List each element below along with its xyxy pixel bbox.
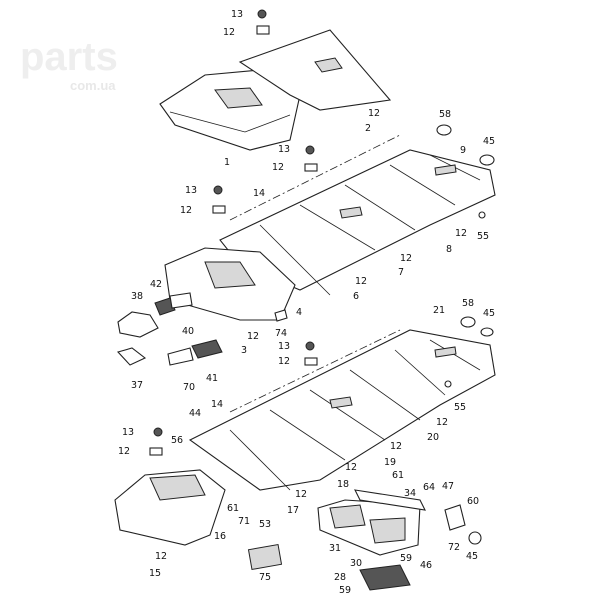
part-number-label: 21: [433, 305, 445, 316]
part-number-label: 7: [398, 267, 404, 278]
part-number-label: 12: [345, 462, 357, 473]
part-number-label: 72: [448, 542, 460, 553]
part-number-label: 40: [182, 326, 194, 337]
part-number-label: 17: [287, 505, 299, 516]
part-number-label: 13: [122, 427, 134, 438]
clip-13-mid: [212, 145, 318, 214]
part-number-label: 13: [278, 144, 290, 155]
part-number-label: 37: [131, 380, 143, 391]
part-number-label: 58: [462, 298, 474, 309]
part-number-label: 47: [442, 481, 454, 492]
part-number-label: 56: [171, 435, 183, 446]
part-number-label: 61: [227, 503, 239, 514]
part-number-label: 12: [455, 228, 467, 239]
part-number-label: 12: [118, 446, 130, 457]
part-number-label: 53: [259, 519, 271, 530]
part-number-label: 18: [337, 479, 349, 490]
part-number-label: 14: [211, 399, 223, 410]
part-number-label: 12: [223, 27, 235, 38]
part-number-label: 12: [278, 356, 290, 367]
storage-tray: [247, 489, 482, 591]
part-number-label: 12: [155, 551, 167, 562]
part-number-label: 12: [295, 489, 307, 500]
part-number-label: 14: [253, 188, 265, 199]
part-number-label: 13: [185, 185, 197, 196]
part-number-label: 4: [296, 307, 302, 318]
watermark-domain: com.ua: [70, 78, 116, 93]
part-number-label: 20: [427, 432, 439, 443]
roof-liner-panel-2: [238, 29, 392, 111]
part-number-label: 12: [436, 417, 448, 428]
part-number-label: 45: [466, 551, 478, 562]
part-number-label: 34: [404, 488, 416, 499]
clip-13-top: [256, 9, 270, 35]
part-number-label: 13: [231, 9, 243, 20]
part-number-label: 59: [339, 585, 351, 596]
part-number-label: 42: [150, 279, 162, 290]
part-number-label: 13: [278, 341, 290, 352]
part-number-label: 2: [365, 123, 371, 134]
part-number-label: 44: [189, 408, 201, 419]
part-number-label: 45: [483, 136, 495, 147]
part-number-label: 30: [350, 558, 362, 569]
part-number-label: 71: [238, 516, 250, 527]
part-number-label: 16: [214, 531, 226, 542]
roof-liner-front-3: [164, 247, 296, 321]
part-number-label: 19: [384, 457, 396, 468]
clip-13-low: [149, 341, 318, 456]
roof-liner-rear-15: [114, 469, 226, 546]
part-number-label: 58: [439, 109, 451, 120]
part-number-label: 9: [460, 145, 466, 156]
part-number-label: 55: [454, 402, 466, 413]
part-number-label: 60: [467, 496, 479, 507]
part-number-label: 12: [368, 108, 380, 119]
part-number-label: 12: [272, 162, 284, 173]
roof-panels-lower: [188, 329, 496, 491]
part-number-label: 12: [355, 276, 367, 287]
part-number-label: 8: [446, 244, 452, 255]
part-number-label: 70: [183, 382, 195, 393]
part-number-label: 45: [483, 308, 495, 319]
part-number-label: 38: [131, 291, 143, 302]
part-number-label: 1: [224, 157, 230, 168]
part-number-label: 64: [423, 482, 435, 493]
part-number-label: 55: [477, 231, 489, 242]
roof-liner-front-1: [159, 69, 301, 151]
part-number-label: 12: [247, 331, 259, 342]
watermark-brand: parts: [20, 35, 118, 79]
part-number-label: 46: [420, 560, 432, 571]
part-number-label: 15: [149, 568, 161, 579]
part-number-label: 12: [400, 253, 412, 264]
part-number-label: 12: [390, 441, 402, 452]
part-number-label: 61: [392, 470, 404, 481]
part-number-label: 3: [241, 345, 247, 356]
part-number-label: 6: [353, 291, 359, 302]
light-parts: [116, 292, 288, 366]
part-number-label: 31: [329, 543, 341, 554]
cap-58-45-top: [436, 124, 495, 219]
part-number-label: 12: [180, 205, 192, 216]
part-number-label: 59: [400, 553, 412, 564]
part-number-label: 75: [259, 572, 271, 583]
part-number-label: 41: [206, 373, 218, 384]
part-number-label: 74: [275, 328, 287, 339]
part-number-label: 28: [334, 572, 346, 583]
cap-58-45-low: [444, 316, 494, 388]
